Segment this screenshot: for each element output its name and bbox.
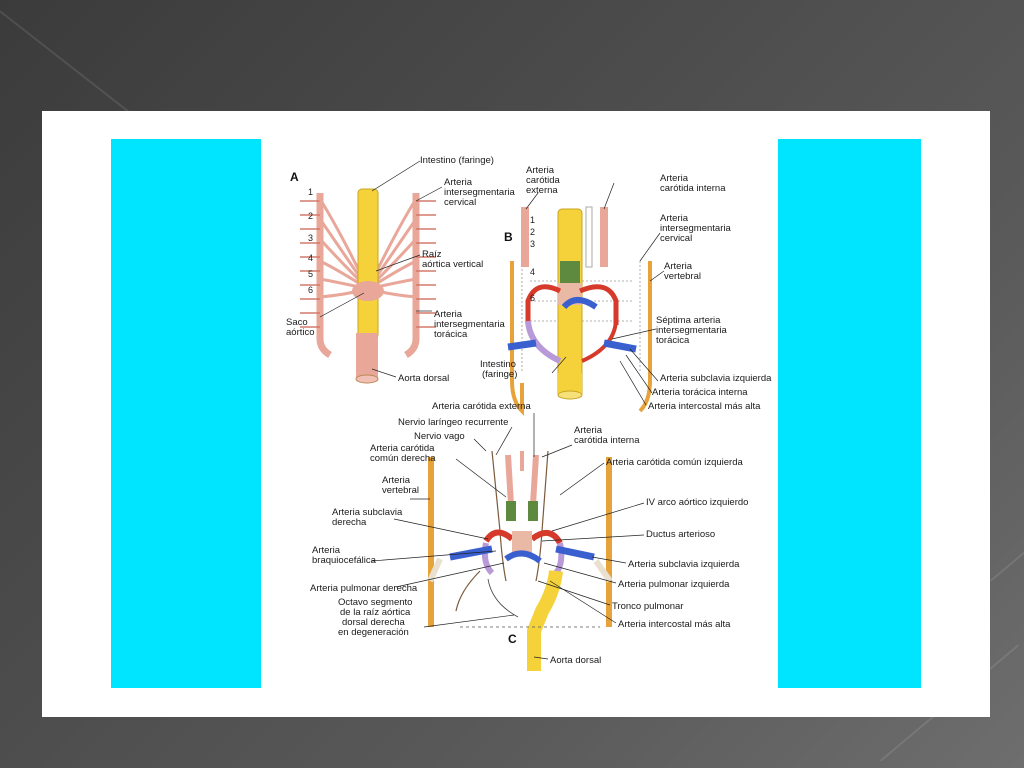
vertebral-right-c <box>428 457 434 627</box>
panel-b-tag: B <box>504 230 513 244</box>
vertebral-left-b <box>510 261 524 416</box>
vertebral-left-c <box>606 457 612 627</box>
external-carotid-b <box>521 207 529 267</box>
leader-lines-c <box>371 413 645 660</box>
label-subclavia-izquierda-b: Arteria subclavia izquierda <box>660 373 772 384</box>
label-ductus-arterioso: Ductus arterioso <box>646 529 715 540</box>
label-raiz-aortica: Raíz aórtica vertical <box>422 249 483 270</box>
descending-aorta-c <box>527 570 563 671</box>
label-nervio-laringeo: Nervio laríngeo recurrente <box>398 417 508 428</box>
label-carotida-externa-c: Arteria carótida externa <box>432 401 531 412</box>
aortic-sac-c <box>512 531 532 555</box>
arch-number: 3 <box>530 239 535 249</box>
panel-c-tag: C <box>508 632 517 646</box>
dorsal-aorta-a <box>356 333 378 379</box>
aortic-sac <box>352 281 384 301</box>
leader-lines-a <box>319 160 443 378</box>
subclavian-right-blue <box>603 339 637 353</box>
vertebral-right-b <box>638 261 652 413</box>
green-segment-b <box>560 261 580 285</box>
label-intersegmentaria-cervical-b: Arteria intersegmentaria cervical <box>660 213 733 244</box>
internal-carotid-b <box>600 207 608 267</box>
label-vertebral-b: Arteria vertebral <box>664 261 701 282</box>
label-pulmonar-izquierda: Arteria pulmonar izquierda <box>618 579 730 590</box>
arch-number: 2 <box>308 211 313 221</box>
panel-b: B <box>480 165 772 416</box>
arch-number: 6 <box>530 293 535 303</box>
arch-number: 4 <box>308 253 313 263</box>
label-vertebral-c: Arteria vertebral <box>382 475 419 496</box>
label-carotida-comun-derecha: Arteria carótida común derecha <box>370 443 437 464</box>
arch-number: 2 <box>530 227 535 237</box>
arch-number: 1 <box>308 187 313 197</box>
descending-aorta-b <box>558 373 582 395</box>
arch-4-right-red <box>579 284 619 325</box>
arch-number: 5 <box>308 269 313 279</box>
dorsal-aorta-a-end <box>355 374 379 384</box>
label-subclavia-izquierda-c: Arteria subclavia izquierda <box>628 559 740 570</box>
label-braquiocefalica: Arteria braquiocefálica <box>312 545 377 566</box>
embryology-aortic-arches-diagram: A <box>286 155 772 671</box>
label-intestino-b: Intestino (faringe) <box>480 359 519 380</box>
label-subclavia-derecha: Arteria subclavia derecha <box>332 507 405 528</box>
right-cyan-panel <box>778 139 921 688</box>
label-intercostal-b: Arteria intercostal más alta <box>648 401 761 412</box>
descending-aorta-b-end <box>557 390 583 400</box>
pulmonary-c <box>504 550 542 564</box>
label-intercostal-c: Arteria intercostal más alta <box>618 619 731 630</box>
white-branch-left-c <box>593 559 613 583</box>
panel-a-tag: A <box>290 170 299 184</box>
label-carotida-comun-izquierda: Arteria carótida común izquierda <box>606 457 743 468</box>
left-cyan-panel <box>111 139 261 688</box>
label-saco-aortico: Saco aórtico <box>286 317 315 338</box>
slide: A <box>42 111 990 717</box>
arch-purple-left <box>525 320 562 364</box>
label-nervio-vago: Nervio vago <box>414 431 465 442</box>
right-dorsal-aorta <box>404 193 420 359</box>
label-aorta-dorsal-c: Aorta dorsal <box>550 655 601 666</box>
gut-pharynx-a <box>357 188 379 340</box>
degenerating-segment <box>487 578 519 618</box>
label-carotida-externa-b: Arteria carótida externa <box>526 165 562 196</box>
label-intestino-faringe: Intestino (faringe) <box>420 155 494 166</box>
green-segment-c-left <box>528 501 538 521</box>
iv-arch-left-c <box>530 530 563 545</box>
intersegmental-branches <box>300 200 436 328</box>
pulmonary-blue-b <box>561 297 598 310</box>
label-tronco-pulmonar: Tronco pulmonar <box>612 601 683 612</box>
arch-4-left-red <box>525 284 562 325</box>
left-dorsal-aorta <box>316 193 332 359</box>
arch-number: 4 <box>530 267 535 277</box>
background-stroke <box>990 541 1024 582</box>
label-carotida-interna-c: Arteria carótida interna <box>574 425 640 446</box>
subclavia-left-c <box>555 545 595 561</box>
subclavian-left-blue <box>507 339 537 351</box>
panel-a: A <box>286 155 517 384</box>
arch-number: 3 <box>308 233 313 243</box>
purple-right-c <box>481 542 495 576</box>
leader-lines-b <box>525 182 665 406</box>
green-segment-c-right <box>506 501 516 521</box>
label-carotida-interna-b: Arteria carótida interna <box>660 173 726 194</box>
arch-number: 6 <box>308 285 313 295</box>
label-toracica-interna: Arteria torácica interna <box>652 387 748 398</box>
brachiocephalic-arch-c <box>483 529 514 543</box>
white-branch-right-c <box>427 557 443 583</box>
label-octavo-segmento: Octavo segmento de la raíz aórtica dorsa… <box>338 597 415 638</box>
label-aorta-dorsal-a: Aorta dorsal <box>398 373 449 384</box>
label-pulmonar-derecha: Arteria pulmonar derecha <box>310 583 418 594</box>
arch-number: 1 <box>530 215 535 225</box>
white-vessel-b <box>585 206 593 268</box>
label-septima-arteria: Séptima arteria intersegmentaria torácic… <box>656 315 729 346</box>
label-iv-arco-aortico: IV arco aórtico izquierdo <box>646 497 748 508</box>
panel-c: C <box>310 401 748 671</box>
label-arteria-intersegmentaria-cervical: Arteria intersegmentaria cervical <box>444 177 517 208</box>
label-arteria-intersegmentaria-toracica: Arteria intersegmentaria torácica <box>434 309 507 340</box>
